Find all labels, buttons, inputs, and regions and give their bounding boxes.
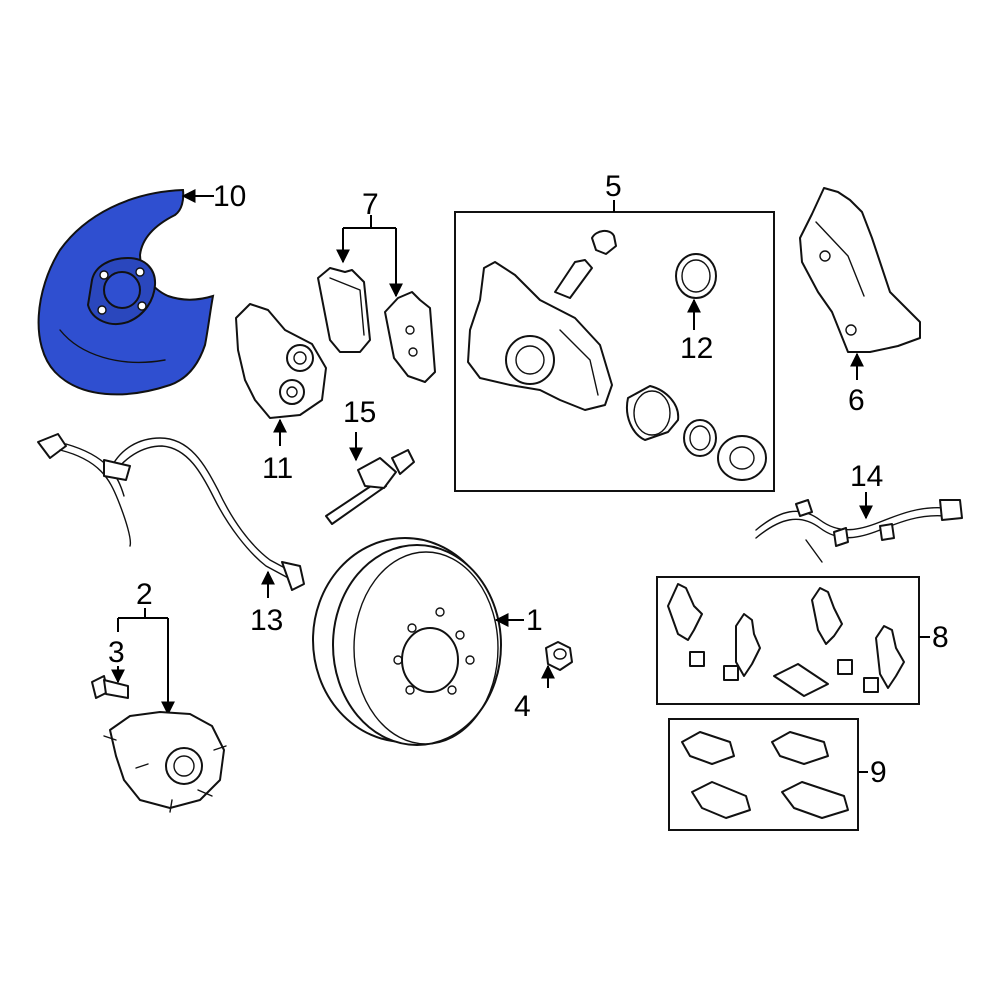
callout-9: 9 [870,756,887,789]
callout-5: 5 [605,170,622,203]
caliper-assembly-icon[interactable] [467,230,767,481]
brake-hose-icon[interactable] [37,433,305,591]
callout-15: 15 [343,396,376,429]
callout-1: 1 [526,604,543,637]
abs-sensor-icon[interactable] [325,449,415,525]
callout-12: 12 [680,332,713,365]
callout-8: 8 [932,621,949,654]
pad-clip-set-box [668,718,859,831]
caliper-bracket-icon[interactable] [799,187,921,353]
callout-4: 4 [514,690,531,723]
brake-pads-icon[interactable] [317,267,436,383]
callout-6: 6 [848,384,865,417]
callout-14: 14 [850,460,883,493]
dust-shield-icon[interactable] [37,188,215,396]
lug-nut-icon[interactable] [545,641,573,671]
hub-bolt-icon[interactable] [91,675,129,699]
callout-11: 11 [262,452,293,485]
abs-wire-harness-icon[interactable] [755,499,963,563]
brake-rotor-icon[interactable] [312,537,502,746]
callout-13: 13 [250,604,283,637]
seal-ring-icon[interactable] [675,253,717,299]
caliper-icon[interactable] [235,303,327,419]
hub-bearing-icon[interactable] [103,711,227,813]
callout-7: 7 [362,188,379,221]
callout-3: 3 [108,636,125,669]
callout-2: 2 [136,578,153,611]
pad-hardware-kit-box [656,576,920,705]
pad-hardware-kit-icon[interactable] [667,583,905,697]
callout-10: 10 [213,180,246,213]
pad-clip-set-icon[interactable] [681,731,849,819]
